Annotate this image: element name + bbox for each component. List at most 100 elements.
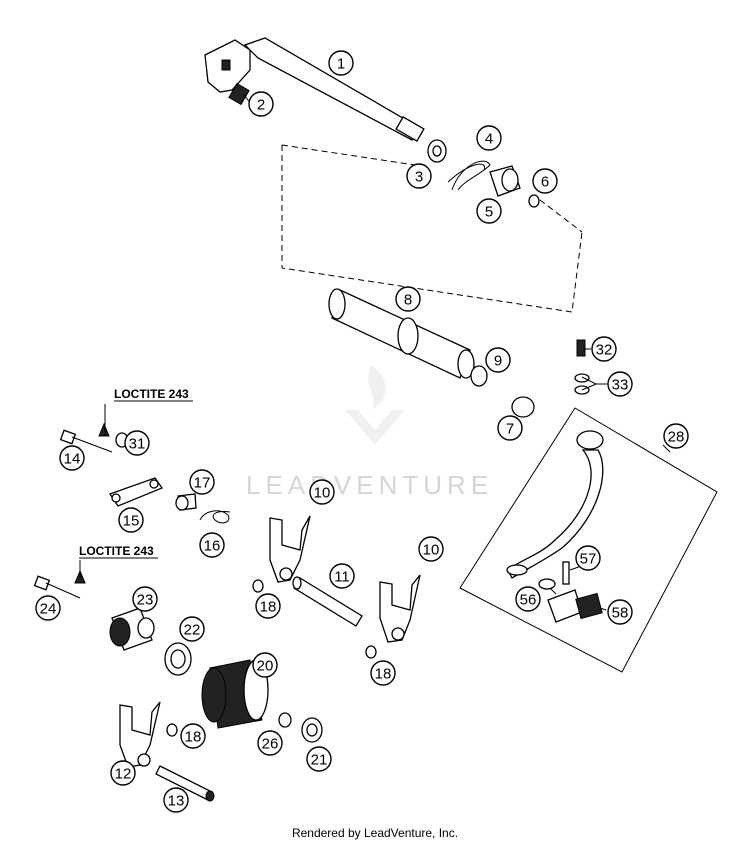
roller-part bbox=[166, 723, 178, 737]
callout-number: 8 bbox=[404, 292, 412, 309]
bolt-14-part bbox=[59, 422, 113, 453]
callout-17: 17 bbox=[189, 469, 215, 495]
callout-number: 18 bbox=[185, 729, 202, 746]
callout-1: 1 bbox=[328, 50, 354, 76]
bushing-17-part bbox=[175, 493, 197, 511]
callout-18: 18 bbox=[370, 660, 396, 686]
shaft-sleeve-part bbox=[328, 288, 475, 379]
callout-number: 4 bbox=[485, 131, 493, 148]
callout-9: 9 bbox=[485, 347, 511, 373]
callout-58: 58 bbox=[607, 599, 633, 625]
callout-3: 3 bbox=[406, 163, 432, 189]
callout-number: 18 bbox=[260, 599, 277, 616]
shaft-washer-part bbox=[470, 365, 488, 387]
callout-number: 32 bbox=[596, 342, 613, 359]
callout-number: 13 bbox=[168, 793, 185, 810]
callout-10: 10 bbox=[418, 536, 444, 562]
callout-number: 22 bbox=[184, 622, 201, 639]
callout-13: 13 bbox=[163, 787, 189, 813]
shift-fork-12-part bbox=[119, 701, 161, 768]
callout-11: 11 bbox=[329, 563, 355, 589]
callout-number: 11 bbox=[334, 569, 350, 586]
callout-15: 15 bbox=[118, 507, 144, 533]
callout-56: 56 bbox=[515, 586, 541, 612]
bracket-part bbox=[108, 477, 163, 507]
callout-5: 5 bbox=[476, 198, 502, 224]
callout-number: 2 bbox=[257, 97, 265, 114]
callout-number: 15 bbox=[123, 513, 140, 530]
spring-clip-part bbox=[447, 160, 491, 191]
drum-locator-part bbox=[109, 607, 155, 651]
shift-lever-part bbox=[506, 430, 604, 579]
footer-credit: Rendered by LeadVenture, Inc. bbox=[291, 826, 459, 840]
spring-part bbox=[228, 82, 250, 106]
callout-number: 58 bbox=[612, 605, 629, 622]
watermark-logo bbox=[345, 365, 405, 445]
seal-ring-part bbox=[511, 396, 535, 418]
callout-2: 2 bbox=[248, 91, 274, 117]
fork-rod-13-part bbox=[155, 765, 215, 802]
callout-number: 14 bbox=[64, 451, 81, 468]
callout-22: 22 bbox=[179, 616, 205, 642]
callout-number: 3 bbox=[415, 169, 423, 186]
callout-28: 28 bbox=[663, 423, 689, 449]
callout-4: 4 bbox=[476, 125, 502, 151]
washer-26-part bbox=[278, 712, 292, 728]
bearing-part bbox=[164, 642, 192, 676]
callout-21: 21 bbox=[306, 746, 332, 772]
callout-number: 23 bbox=[137, 592, 154, 609]
callout-14: 14 bbox=[59, 445, 85, 471]
bolt-part bbox=[576, 339, 586, 357]
callout-18: 18 bbox=[180, 723, 206, 749]
callout-6: 6 bbox=[532, 168, 558, 194]
shift-lever-box bbox=[459, 407, 718, 673]
watermark-text: LEADVENTURE bbox=[246, 470, 493, 500]
shift-tip-part bbox=[547, 589, 603, 623]
callout-number: 5 bbox=[485, 204, 493, 221]
callout-20: 20 bbox=[252, 652, 278, 678]
roller-part bbox=[365, 645, 377, 659]
callout-18: 18 bbox=[255, 593, 281, 619]
spring-16-part bbox=[199, 510, 231, 524]
callout-23: 23 bbox=[132, 586, 158, 612]
dashed-group-outline bbox=[281, 144, 583, 313]
callout-number: 24 bbox=[40, 601, 57, 618]
lever-pin-part bbox=[562, 561, 570, 585]
callout-7: 7 bbox=[497, 415, 523, 441]
shift-fork-upper-part bbox=[269, 515, 311, 583]
callout-12: 12 bbox=[110, 760, 136, 786]
fork-rod-part bbox=[292, 576, 363, 627]
bearing-21-part bbox=[301, 717, 323, 743]
callout-16: 16 bbox=[199, 532, 225, 558]
callout-31: 31 bbox=[124, 430, 150, 456]
callout-number: 57 bbox=[580, 551, 597, 568]
callout-number: 21 bbox=[311, 752, 328, 769]
small-ring-part bbox=[528, 194, 540, 208]
callout-26: 26 bbox=[257, 730, 283, 756]
callout-number: 7 bbox=[506, 421, 514, 438]
shift-drum-part bbox=[201, 659, 269, 729]
shift-fork-lower-part bbox=[379, 574, 421, 643]
shift-shaft-part bbox=[204, 37, 425, 142]
callout-number: 10 bbox=[423, 542, 440, 559]
bushing-part bbox=[489, 165, 521, 197]
bolt-24-part bbox=[33, 569, 86, 599]
callout-number: 10 bbox=[314, 485, 331, 502]
callout-number: 56 bbox=[520, 592, 537, 609]
callout-32: 32 bbox=[591, 336, 617, 362]
callout-number: 6 bbox=[541, 174, 549, 191]
callout-number: 31 bbox=[129, 436, 146, 453]
callout-10: 10 bbox=[309, 479, 335, 505]
callout-number: 1 bbox=[337, 56, 345, 73]
lever-ring-part bbox=[538, 578, 556, 590]
callout-number: 9 bbox=[494, 353, 502, 370]
callout-number: 33 bbox=[612, 377, 629, 394]
callout-57: 57 bbox=[575, 545, 601, 571]
callout-8: 8 bbox=[395, 286, 421, 312]
loctite-label: LOCTITE 243 bbox=[79, 544, 154, 558]
callout-number: 18 bbox=[375, 666, 392, 683]
roller-part bbox=[252, 579, 264, 593]
callout-number: 16 bbox=[204, 538, 221, 555]
